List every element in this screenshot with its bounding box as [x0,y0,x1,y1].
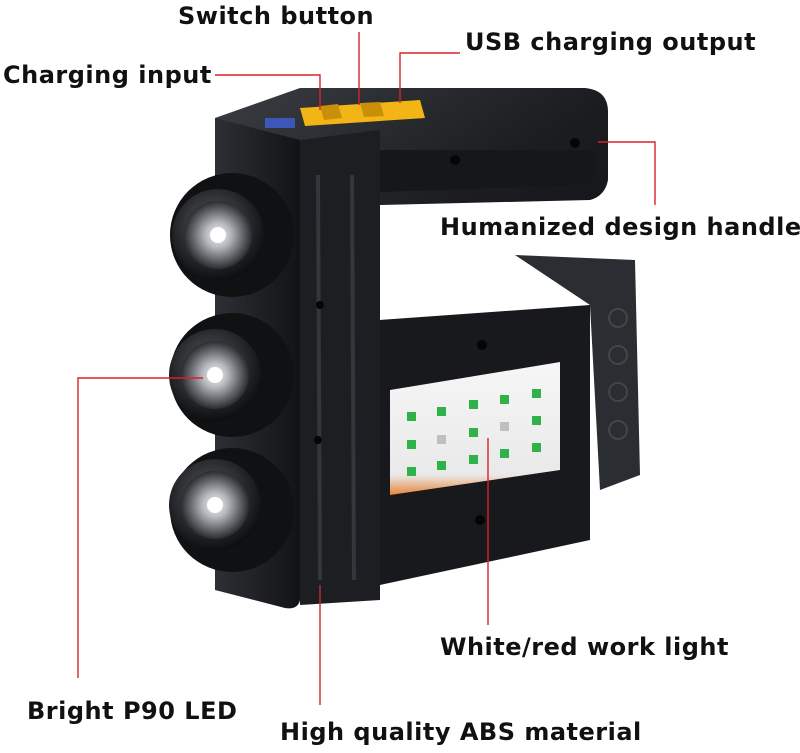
label-handle: Humanized design handle [440,213,800,241]
work-light-leds [407,389,541,476]
lamp-heads [169,173,294,572]
label-charging-input: Charging input [3,61,212,89]
body-front [300,130,380,605]
charge-indicator [265,118,295,128]
label-usb-output: USB charging output [465,28,757,56]
handle-grip [380,150,597,192]
label-switch-button: Switch button [178,2,375,30]
label-work-light: White/red work light [440,633,729,661]
label-led: Bright P90 LED [27,697,238,725]
label-material: High quality ABS material [280,718,642,746]
leader-lines [77,32,656,705]
